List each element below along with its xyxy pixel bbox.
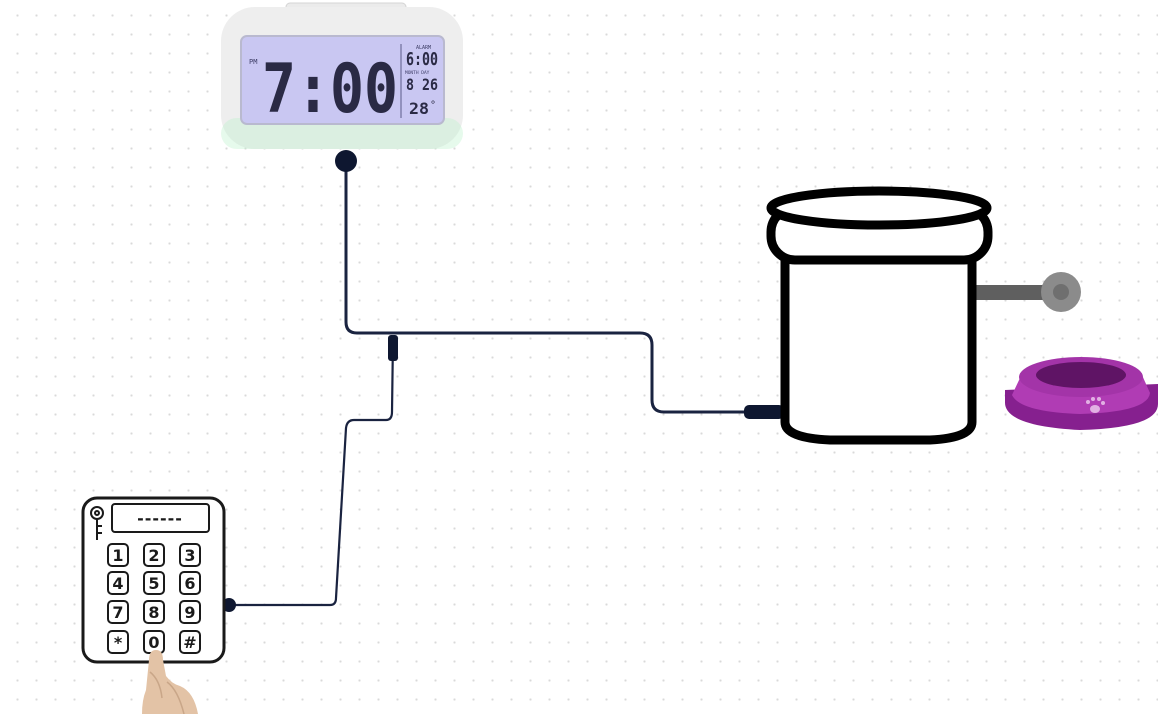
key-5[interactable]: 5 — [144, 572, 164, 594]
key-hash[interactable]: # — [180, 631, 200, 653]
wires — [230, 162, 750, 605]
clock-time: 7:00 — [262, 50, 398, 129]
key-label: 7 — [112, 603, 123, 622]
key-label: 4 — [112, 574, 123, 593]
key-4[interactable]: 4 — [108, 572, 128, 594]
clock-temperature: 28 — [409, 99, 429, 118]
key-9[interactable]: 9 — [180, 601, 200, 623]
bin-connector — [744, 405, 784, 419]
clock-connector-node — [335, 150, 357, 172]
key-label: 6 — [184, 574, 195, 593]
key-0[interactable]: 0 — [144, 631, 164, 653]
key-label: * — [114, 633, 123, 652]
clock-temperature-unit: ° — [430, 100, 436, 111]
key-star[interactable]: * — [108, 631, 128, 653]
pet-bowl-inside — [1036, 362, 1126, 388]
container-body — [785, 245, 972, 440]
key-label: 5 — [148, 574, 159, 593]
key-label: 9 — [184, 603, 195, 622]
clock-date: 8 26 — [406, 75, 438, 94]
key-6[interactable]: 6 — [180, 572, 200, 594]
key-label: # — [183, 633, 196, 652]
keypad-display-text: ------ — [137, 509, 183, 528]
key-7[interactable]: 7 — [108, 601, 128, 623]
wire-keypad-to-junction — [230, 338, 393, 605]
alarm-clock[interactable]: PM 7:00 ALARM 6:00 MONTH DAY 8 26 28 ° — [221, 3, 463, 149]
key-label: 8 — [148, 603, 159, 622]
key-label: 3 — [184, 546, 195, 565]
pet-bowl — [1005, 357, 1158, 430]
junction-connector — [388, 335, 398, 361]
key-1[interactable]: 1 — [108, 544, 128, 566]
key-label: 0 — [148, 633, 159, 652]
clock-alarm-time: 6:00 — [406, 49, 438, 70]
key-label: 2 — [148, 546, 159, 565]
wire-clock-to-junction — [346, 162, 393, 333]
key-2[interactable]: 2 — [144, 544, 164, 566]
key-8[interactable]: 8 — [144, 601, 164, 623]
keypad: ------ 1 2 3 4 5 6 7 8 9 * 0 # — [83, 498, 224, 662]
clock-pm-label: PM — [249, 58, 257, 66]
key-label: 1 — [112, 546, 123, 565]
container-lid-top — [771, 191, 987, 225]
wire-junction-to-bin — [393, 333, 750, 412]
key-3[interactable]: 3 — [180, 544, 200, 566]
container-knob-center — [1053, 284, 1069, 300]
